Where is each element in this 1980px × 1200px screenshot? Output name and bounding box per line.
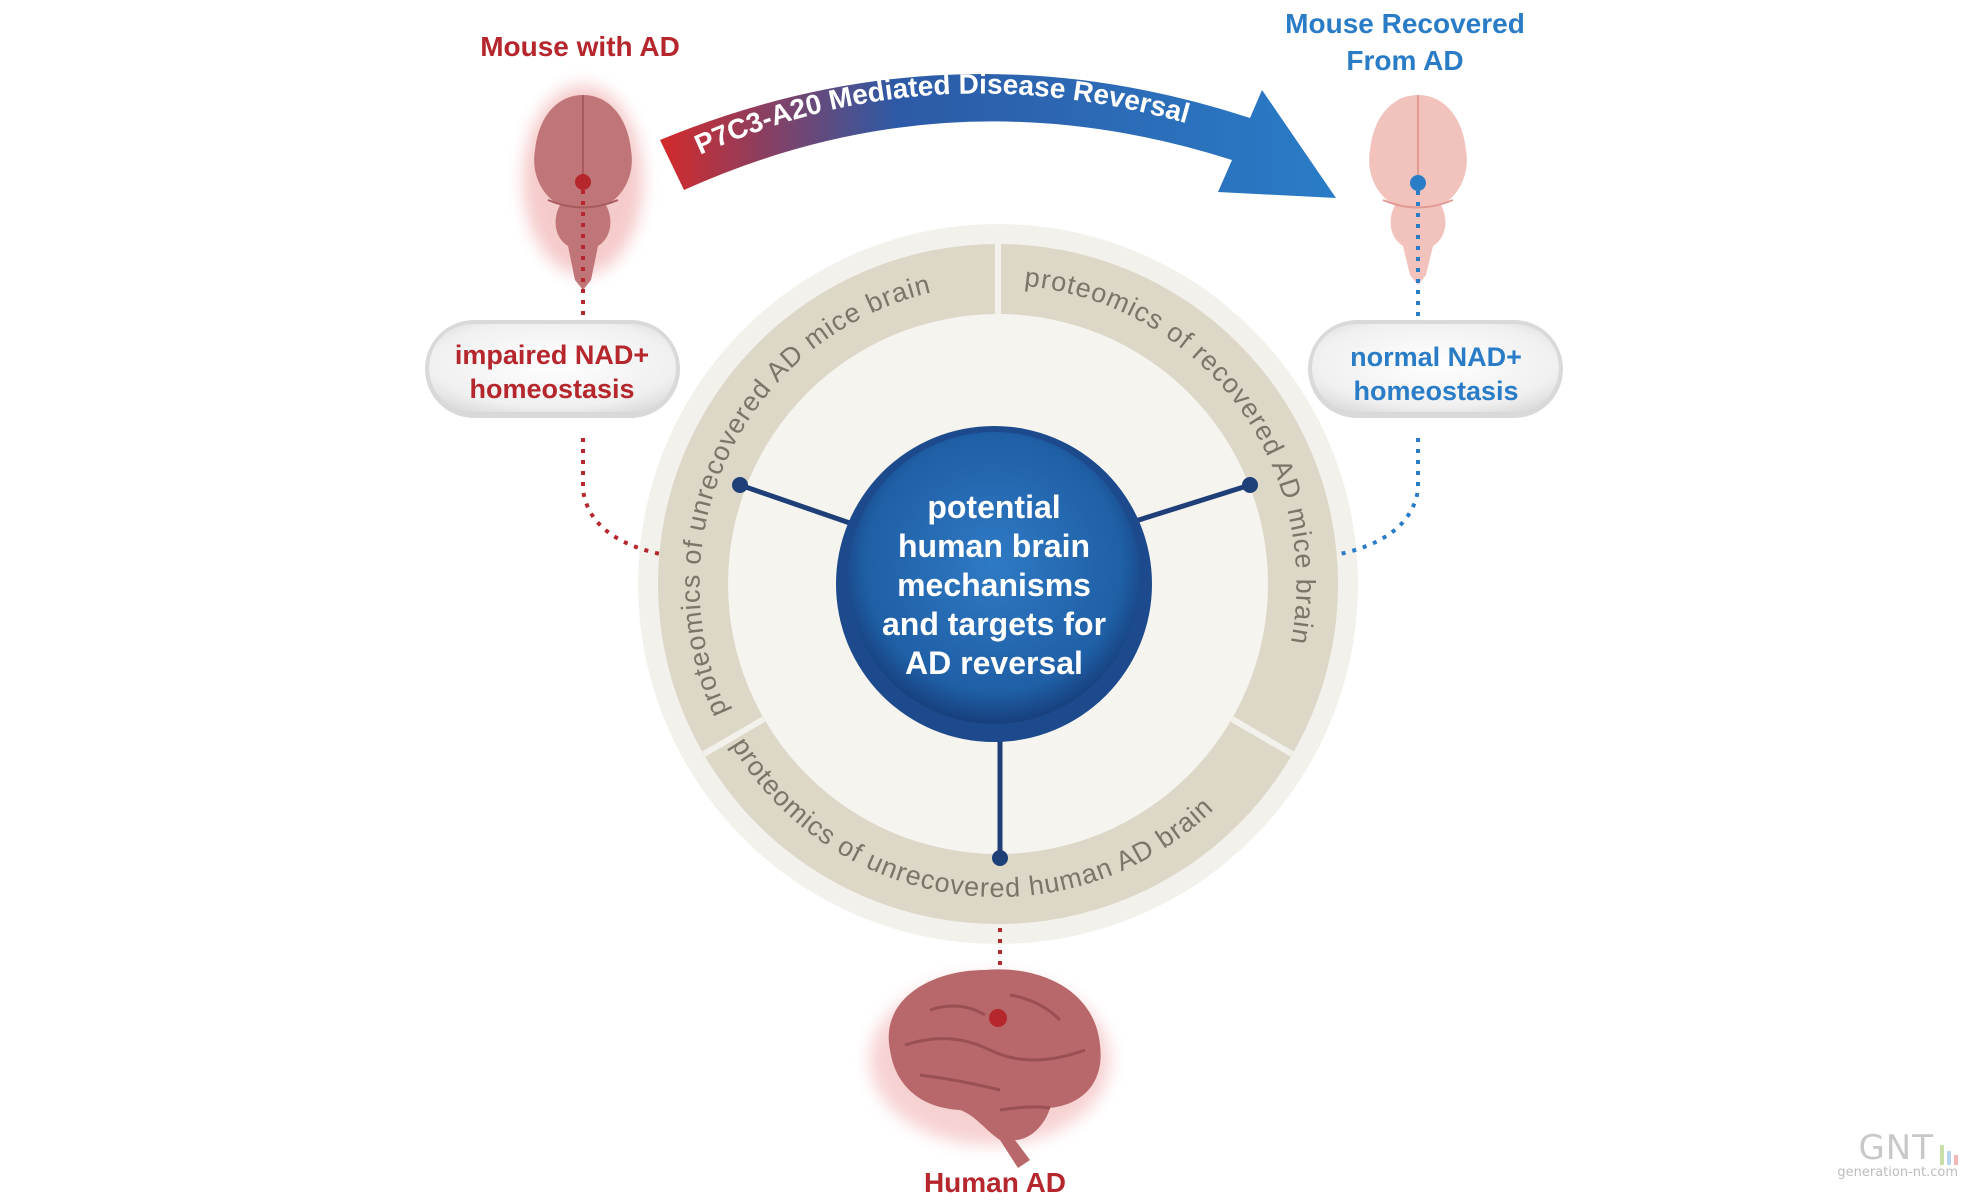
spoke-right-node (1242, 477, 1258, 493)
svg-text:mechanisms: mechanisms (897, 567, 1091, 603)
svg-text:potential: potential (927, 489, 1060, 525)
watermark-site: generation-nt.com (1837, 1165, 1958, 1180)
svg-text:AD reversal: AD reversal (905, 645, 1083, 681)
spoke-bottom-node (992, 850, 1008, 866)
right-subject-title-line1: Mouse Recovered (1285, 8, 1525, 39)
right-nad-pill: normal NAD+ homeostasis (1308, 320, 1563, 418)
svg-text:and targets for: and targets for (882, 606, 1106, 642)
right-subject-title-line2: From AD (1346, 45, 1463, 76)
svg-text:normal NAD+: normal NAD+ (1350, 342, 1522, 372)
left-nad-pill: impaired NAD+ homeostasis (425, 320, 680, 418)
watermark: GNT generation-nt.com (1837, 1131, 1958, 1180)
disease-reversal-arrow: P7C3-A20 Mediated Disease Reversal (660, 68, 1336, 198)
left-subject-title: Mouse with AD (480, 31, 680, 62)
human-brain-dot (989, 1009, 1007, 1027)
ring-divider (702, 716, 766, 757)
watermark-bars-icon (1940, 1139, 1958, 1165)
spoke-left (739, 482, 871, 533)
center-circle (848, 432, 1140, 724)
svg-text:impaired NAD+: impaired NAD+ (455, 340, 649, 370)
left-brain-dot (575, 174, 591, 190)
bottom-subject-title: Human AD (924, 1167, 1066, 1198)
spoke-left-node (732, 477, 748, 493)
svg-text:homeostasis: homeostasis (469, 374, 634, 404)
right-connector-bottom (1334, 438, 1420, 557)
svg-text:homeostasis: homeostasis (1353, 376, 1518, 406)
center-text: potential human brain mechanisms and tar… (882, 489, 1106, 681)
watermark-logo: GNT (1837, 1131, 1958, 1165)
ring-divider (1230, 716, 1294, 757)
watermark-logo-text: GNT (1858, 1128, 1934, 1168)
svg-text:human brain: human brain (898, 528, 1090, 564)
right-brain-dot (1410, 175, 1426, 191)
spoke-right (1125, 482, 1251, 527)
human-brain-icon (870, 969, 1110, 1168)
left-connector-bottom (581, 438, 666, 557)
